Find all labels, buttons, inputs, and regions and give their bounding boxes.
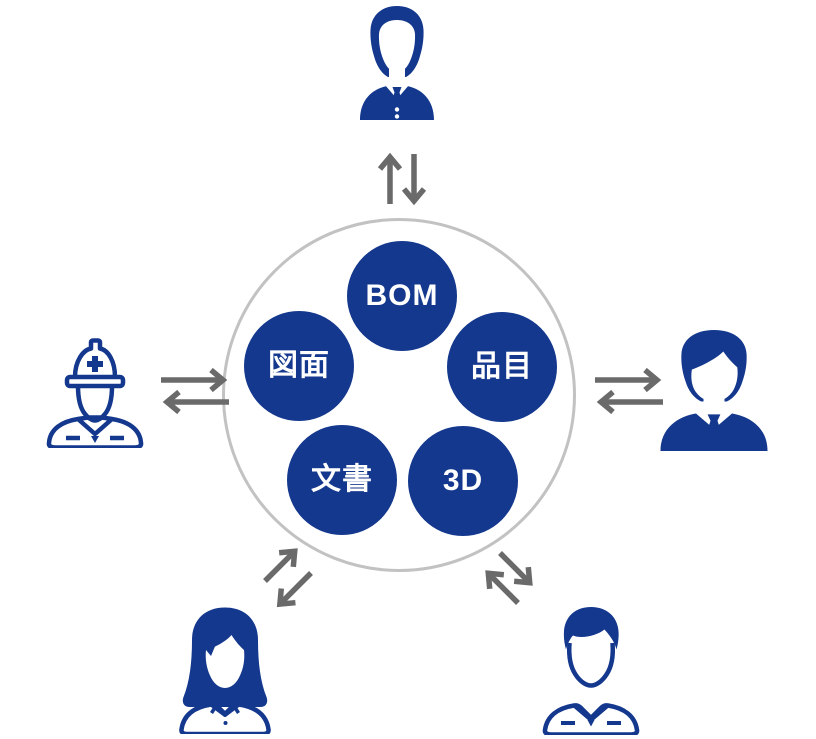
vertical-exchange-arrows-icon [377, 152, 427, 206]
actor-right [658, 330, 770, 451]
horizontal-exchange-arrows-icon [161, 368, 229, 414]
manager-icon [660, 330, 768, 451]
horizontal-exchange-arrows-icon [595, 368, 663, 414]
arrows-left [158, 368, 234, 414]
arrows-bottom-right [478, 546, 540, 610]
hub-node-document: 文書 [287, 425, 397, 535]
construction-worker-icon [46, 338, 144, 448]
arrows-bottom-left [256, 546, 316, 610]
diagonal-exchange-arrows-icon [263, 548, 313, 608]
hub-node-document-label: 文書 [311, 463, 373, 496]
businesswoman-icon [179, 607, 271, 734]
diagonal-exchange-arrows-icon [485, 551, 533, 605]
arrows-top [372, 150, 432, 208]
hub-node-3d-label: 3D [442, 464, 484, 497]
arrows-right [592, 368, 668, 414]
hub-node-bom: BOM [347, 241, 457, 351]
hub-node-item-label: 品目 [471, 350, 533, 383]
actor-bottom-left [175, 606, 275, 734]
actor-top [358, 6, 436, 120]
engineer-icon [542, 607, 640, 735]
businessman-icon [360, 6, 434, 120]
hub-node-3d: 3D [408, 426, 518, 536]
actor-bottom-right [538, 605, 644, 735]
hub-node-item: 品目 [447, 312, 557, 422]
hub-node-drawing-label: 図面 [268, 349, 330, 382]
hub-node-drawing: 図面 [244, 311, 354, 421]
actor-left [42, 332, 148, 448]
hub-node-bom-label: BOM [365, 279, 439, 312]
